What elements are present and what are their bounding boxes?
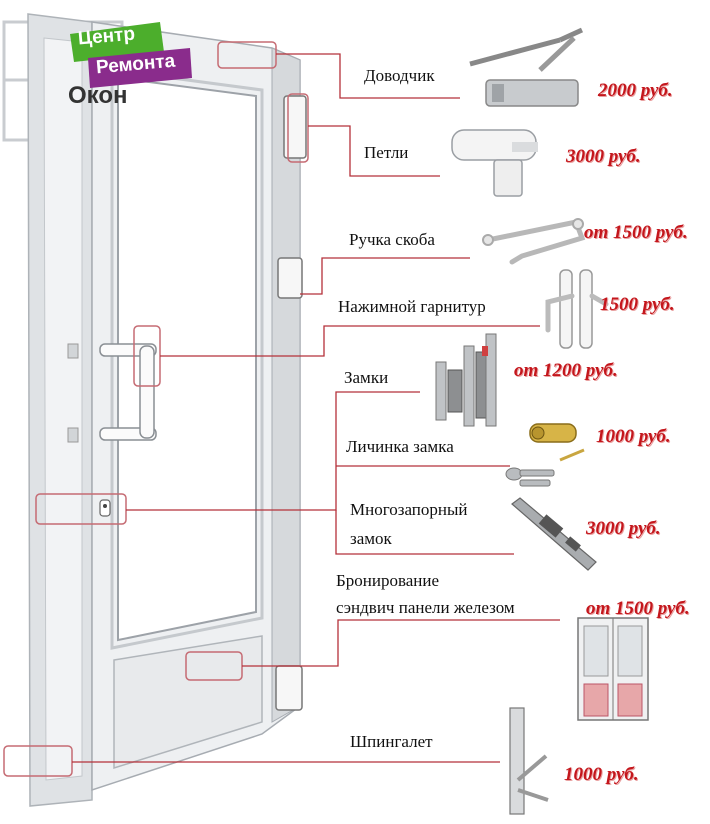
label-multipoint-line1: Многозапорный bbox=[350, 500, 468, 519]
hinge-bottom bbox=[275, 665, 303, 711]
label-hinges: Петли bbox=[364, 143, 409, 162]
door-frame-inner-strip bbox=[43, 37, 83, 781]
logo-purple-banner bbox=[88, 48, 192, 88]
highlight-boxes bbox=[3, 41, 309, 777]
door-glass-bead bbox=[110, 68, 264, 650]
label-latch: Шпингалет bbox=[350, 732, 433, 751]
logo-line-3: Окон bbox=[68, 82, 128, 109]
label-closer: Доводчик bbox=[364, 66, 435, 85]
mortise-lock-icon bbox=[435, 333, 497, 427]
door-hinge-icon bbox=[451, 129, 538, 197]
price-lever-set: 1500 руб. bbox=[600, 294, 675, 315]
latch-bolt-icon bbox=[509, 707, 549, 815]
door-glass bbox=[117, 76, 257, 642]
leader-multipoint bbox=[335, 510, 514, 555]
leader-lines bbox=[72, 53, 560, 763]
price-multipoint: 3000 руб. bbox=[586, 518, 661, 539]
keys-icon bbox=[505, 467, 555, 487]
label-locks: Замки bbox=[344, 368, 389, 387]
leader-pull-handle bbox=[300, 257, 470, 295]
label-armoring-line2: сэндвич панели железом bbox=[336, 598, 515, 617]
price-latch: 1000 руб. bbox=[564, 764, 639, 785]
lever-handle-icon bbox=[545, 269, 609, 349]
leader-hinges bbox=[308, 125, 440, 177]
lock-cylinder-icon bbox=[505, 423, 585, 487]
highlight-latch bbox=[3, 745, 73, 777]
label-armoring-line1: Бронирование bbox=[336, 571, 440, 590]
price-pull-handle: от 1500 руб. bbox=[584, 222, 688, 243]
label-pull-handle: Ручка скоба bbox=[349, 230, 435, 249]
leader-lever bbox=[160, 325, 540, 357]
keyhole-dot bbox=[103, 504, 107, 508]
door bbox=[27, 13, 307, 807]
sandwich-panel bbox=[113, 635, 263, 770]
frame-stud-bottom bbox=[67, 427, 79, 443]
label-cylinder: Личинка замка bbox=[346, 437, 454, 456]
leader-panel bbox=[242, 619, 560, 667]
price-armoring: от 1500 руб. bbox=[586, 598, 690, 619]
leader-closer bbox=[276, 53, 460, 99]
highlight-hinges bbox=[287, 93, 309, 163]
highlight-lock bbox=[35, 493, 127, 525]
label-lever-set: Нажимной гарнитур bbox=[338, 297, 486, 316]
hinge-top bbox=[283, 95, 307, 159]
price-hinges: 3000 руб. bbox=[566, 146, 641, 167]
company-logo bbox=[70, 22, 192, 88]
armored-door-icon bbox=[577, 617, 649, 721]
highlight-closer bbox=[217, 41, 277, 69]
door-handle bbox=[99, 343, 157, 441]
pull-handle-icon bbox=[482, 218, 586, 265]
price-closer: 2000 руб. bbox=[598, 80, 673, 101]
multipoint-lock-icon bbox=[511, 497, 597, 571]
price-locks: от 1200 руб. bbox=[514, 360, 618, 381]
price-cylinder: 1000 руб. bbox=[596, 426, 671, 447]
frame-stud-top bbox=[67, 343, 79, 359]
label-multipoint-line2: замок bbox=[350, 529, 392, 548]
door-closer-icon bbox=[469, 27, 584, 107]
hinge-middle bbox=[277, 257, 303, 299]
leader-locks-cylinder bbox=[126, 391, 420, 511]
logo-green-banner bbox=[70, 22, 164, 62]
